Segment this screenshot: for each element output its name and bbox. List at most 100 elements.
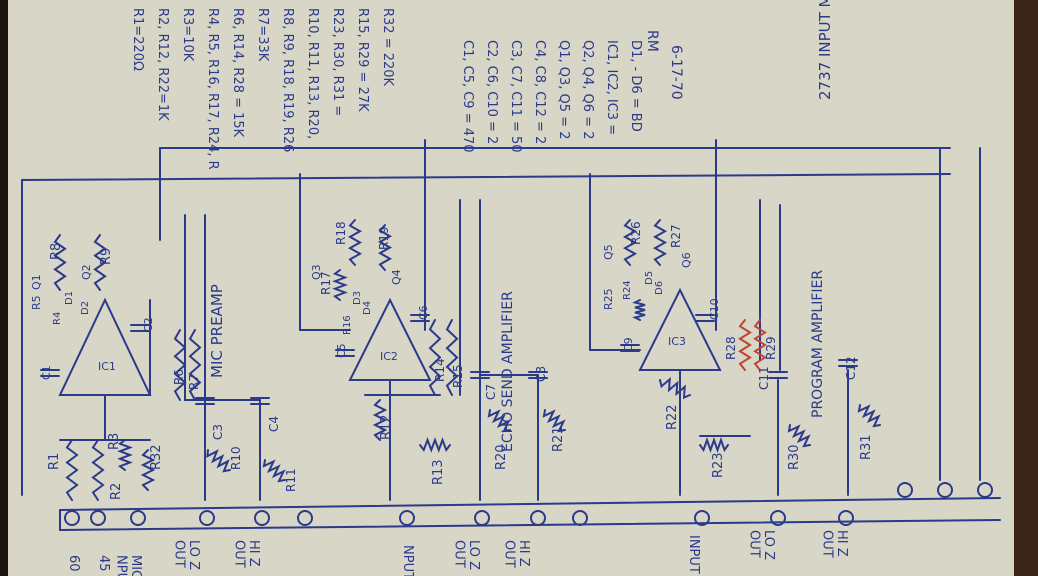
- label-r23: R23: [711, 452, 726, 478]
- label-q6: Q6: [680, 252, 693, 268]
- parts-r-10: R15, R29 = 27K: [355, 8, 370, 112]
- terminal-post: [399, 510, 415, 526]
- resistor-symbol: [91, 439, 105, 501]
- terminal-post: [937, 482, 953, 498]
- component-labels: R1 R2 R3 R32 R6 R7 R8 R9 R10 R11 R12 R13…: [30, 221, 874, 500]
- label-r32: R32: [149, 444, 164, 470]
- label-r15: R15: [451, 364, 465, 388]
- svg-text:IC3: IC3: [668, 335, 686, 348]
- terminal-post: [64, 510, 80, 526]
- parts-r-2: R2, R12, R22=1K: [155, 8, 170, 121]
- hi-z-out-3-label: HI ZOUT: [820, 530, 849, 558]
- parts-c-3: C3, C7, C11 = 50: [508, 40, 523, 153]
- svg-text:IC1: IC1: [98, 360, 116, 373]
- resistor-symbol: [632, 299, 646, 321]
- terminal-post: [977, 482, 993, 498]
- parts-r-5: R6, R14, R28 = 15K: [230, 8, 245, 138]
- label-r30: R30: [787, 444, 802, 470]
- label-c7: C7: [484, 384, 498, 400]
- resistor-symbol: [93, 234, 107, 291]
- resistor-parts-list: R1=220Ω R2, R12, R22=1K R3=10K R4, R5, R…: [130, 8, 395, 170]
- label-d2: D2: [80, 301, 91, 315]
- terminal-post: [90, 510, 106, 526]
- label-r1: R1: [47, 453, 62, 470]
- svg-text:IC2: IC2: [380, 350, 398, 363]
- input-2-label: NPUT: [400, 545, 415, 576]
- parts-r-9: R23, R30, R31 =: [330, 8, 345, 116]
- terminal-labels: 60 45 MICNPUT LO ZOUT HI ZOUT NPUT LO ZO…: [66, 530, 849, 576]
- terminal-post: [530, 510, 546, 526]
- parts-r-6: R7=33K: [255, 8, 270, 62]
- label-q5: Q5: [602, 244, 615, 260]
- terminal-post: [130, 510, 146, 526]
- resistor-symbol: [140, 449, 156, 491]
- label-r31: R31: [859, 434, 874, 460]
- terminal-post: [254, 510, 270, 526]
- resistor-symbol: [332, 269, 348, 301]
- parts-r-7: R8, R9, R18, R19, R26: [280, 8, 295, 152]
- label-r10: R10: [229, 446, 243, 470]
- label-q3: Q3: [310, 264, 323, 280]
- label-r26: R26: [629, 221, 643, 245]
- mic-input-label: MICNPUT: [114, 555, 143, 576]
- resistor-symbol: [542, 409, 566, 433]
- lo-z-out-3-label: LO ZOUT: [747, 530, 776, 560]
- parts-r-11: R32 = 220K: [380, 8, 395, 87]
- label-c10: C10: [708, 298, 721, 320]
- resistor-symbol: [699, 436, 729, 454]
- lo-z-out-1-label: LO ZOUT: [172, 540, 201, 570]
- resistor-symbol: [753, 319, 767, 371]
- label-r17: R17: [319, 271, 333, 295]
- capacitors: [40, 314, 858, 405]
- resistor-symbol: [173, 329, 187, 401]
- ic1-opamp: IC1: [58, 297, 152, 396]
- hi-z-out-1-label: HI ZOUT: [232, 540, 261, 568]
- resistor-symbol: [487, 409, 511, 433]
- parts-c-7: IC1, IC2, IC3 =: [604, 40, 619, 135]
- hi-z-out-2-label: HI ZOUT: [502, 540, 531, 568]
- mic-preamp-title: MIC PREAMP: [208, 284, 226, 378]
- label-d4: D4: [362, 301, 373, 315]
- resistor-symbol: [188, 329, 202, 401]
- label-c3: C3: [211, 424, 225, 440]
- drawing-date: 6-17-70: [668, 45, 684, 100]
- label-r27: R27: [669, 224, 683, 248]
- label-c11: C11: [757, 366, 771, 390]
- label-d6: D6: [654, 281, 665, 295]
- parts-r-1: R1=220Ω: [130, 8, 145, 71]
- label-c6: C6: [417, 305, 430, 320]
- label-r5: R5: [30, 295, 43, 310]
- wiring: [59, 199, 849, 501]
- parts-c-2: C2, C6, C10 = 2: [484, 40, 499, 144]
- label-c12: C12: [844, 356, 858, 380]
- label-d1: D1: [64, 291, 75, 305]
- terminal-strip: [59, 482, 1001, 531]
- power-bus-lines: [21, 139, 981, 496]
- resistor-symbol: [117, 439, 133, 471]
- parts-c-6: Q2, Q4, Q6 = 2: [580, 40, 595, 139]
- parts-r-8: R10, R11, R13, R20,: [305, 8, 320, 139]
- label-d3: D3: [352, 291, 363, 305]
- label-r29: R29: [764, 336, 778, 360]
- terminal-60-label: 60: [66, 555, 81, 572]
- card-title: 2737 INPUT MODULE CARD: [816, 0, 834, 100]
- terminal-post: [838, 510, 854, 526]
- label-r19: R19: [377, 226, 391, 250]
- parts-c-8: D1, - D6 = BD: [628, 40, 643, 132]
- label-r6: R6: [172, 369, 186, 385]
- label-r11: R11: [284, 468, 298, 492]
- terminal-post: [897, 482, 913, 498]
- echo-send-title: ECHO SEND AMPLIFIER: [500, 291, 516, 452]
- parts-c-5: Q1, Q3, Q5 = 2: [556, 40, 571, 139]
- resistor-symbol: [206, 449, 231, 473]
- label-r4: R4: [52, 312, 63, 325]
- label-q2: Q2: [80, 264, 93, 280]
- resistors: [53, 219, 881, 501]
- resistor-symbol: [377, 224, 393, 271]
- label-c1: C1: [40, 365, 53, 380]
- terminal-post: [199, 510, 215, 526]
- terminal-post: [474, 510, 490, 526]
- drawing-initials: RM: [644, 30, 660, 52]
- label-r2: R2: [109, 483, 124, 500]
